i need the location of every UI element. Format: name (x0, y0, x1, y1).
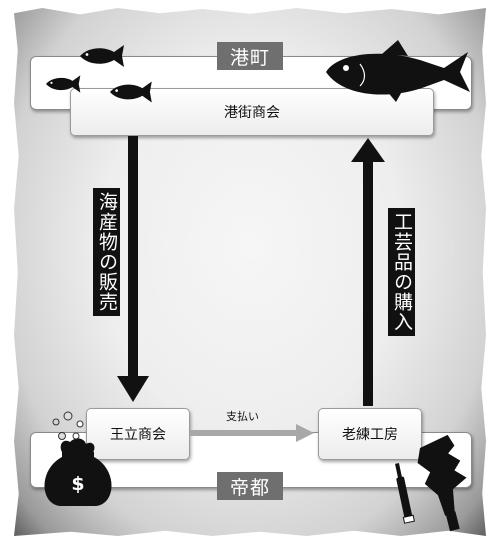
royal-guild-box: 王立商会 (86, 408, 190, 460)
master-workshop-label: 老練工房 (342, 427, 398, 443)
seafood-sales-label: 海産物の販売 (93, 188, 120, 316)
large-tuna-icon (326, 40, 470, 102)
port-town-title: 港町 (217, 42, 283, 70)
seafood-sales-arrow (117, 136, 149, 402)
craft-purchase-label: 工芸品の購入 (388, 208, 415, 336)
craft-tools-icon (395, 434, 467, 532)
royal-guild-label: 王立商会 (110, 427, 166, 443)
port-guild-label: 港街商会 (224, 105, 280, 121)
port-guild-box: 港街商会 (70, 88, 434, 136)
small-fish-icon (46, 75, 81, 93)
capital-title: 帝都 (217, 472, 283, 500)
dollar-money-bag-icon: $ (44, 411, 112, 506)
master-workshop-box: 老練工房 (318, 408, 422, 460)
small-fish-icon (110, 81, 152, 103)
craft-purchase-arrow (351, 138, 385, 406)
small-fish-icon (80, 45, 124, 67)
payment-arrow (190, 424, 314, 442)
dollar-sign: $ (71, 473, 84, 495)
payment-label: 支払い (226, 410, 259, 423)
